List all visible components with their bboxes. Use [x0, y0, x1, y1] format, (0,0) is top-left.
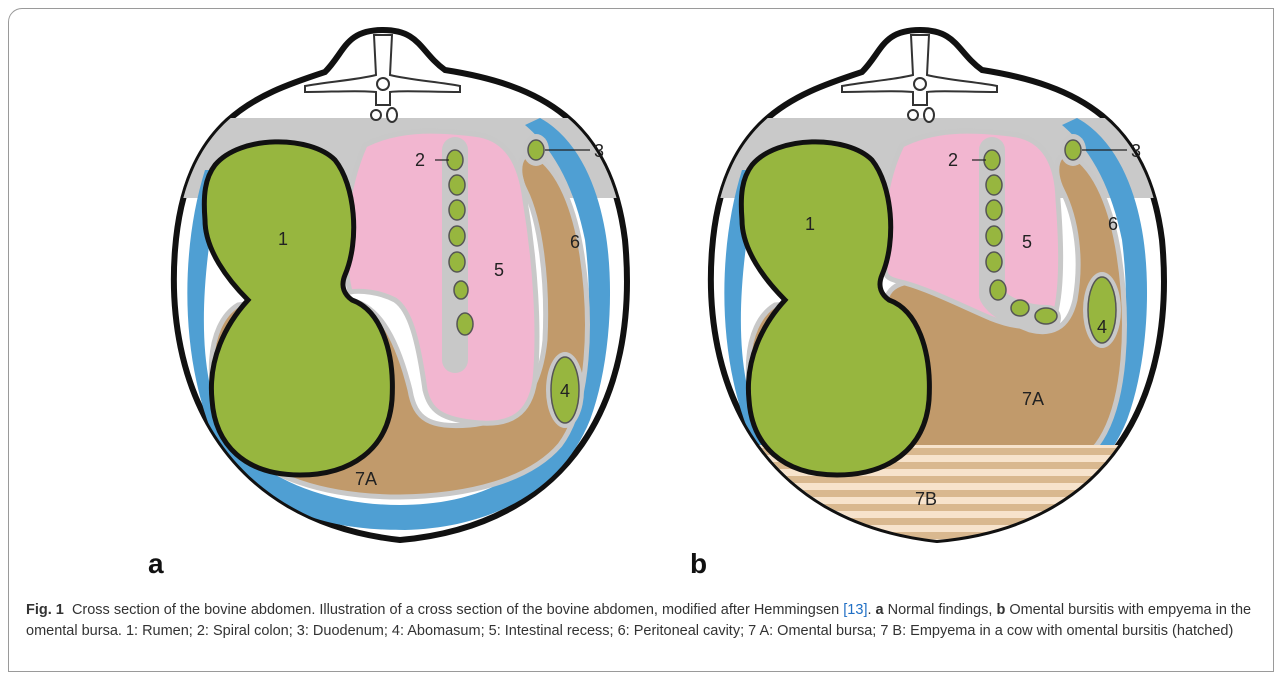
caption-after-ref: . [867, 602, 875, 618]
label-intestinal-recess-a: 5 [494, 260, 504, 280]
caption-fig-label: Fig. 1 [26, 602, 64, 618]
caption-b-label: b [996, 602, 1005, 618]
panel-a: 1 2 3 4 5 6 7A a [148, 30, 630, 579]
label-empyema-b: 7B [915, 489, 937, 509]
panel-letter-b: b [690, 548, 707, 579]
label-peritoneal-cavity-b: 6 [1108, 214, 1118, 234]
label-abomasum-b: 4 [1097, 317, 1107, 337]
label-duodenum-b: 3 [1131, 141, 1141, 161]
label-omental-bursa-a: 7A [355, 469, 377, 489]
caption-title-sentence: Cross section of the bovine abdomen. Ill… [72, 602, 843, 618]
figure-caption: Fig. 1 Cross section of the bovine abdom… [26, 600, 1266, 642]
label-spiral-colon-a: 2 [415, 150, 425, 170]
panel-letter-a: a [148, 548, 164, 579]
figure-diagrams: 1 2 3 4 5 6 7A a [0, 0, 1282, 600]
caption-a-label: a [876, 602, 884, 618]
label-spiral-colon-b: 2 [948, 150, 958, 170]
label-rumen-a: 1 [278, 229, 288, 249]
panel-b: 1 2 3 4 5 6 7A 7B b [690, 30, 1167, 579]
label-intestinal-recess-b: 5 [1022, 232, 1032, 252]
label-duodenum-a: 3 [594, 141, 604, 161]
label-abomasum-a: 4 [560, 381, 570, 401]
label-omental-bursa-b: 7A [1022, 389, 1044, 409]
caption-reference-link[interactable]: [13] [843, 602, 867, 618]
label-rumen-b: 1 [805, 214, 815, 234]
label-peritoneal-cavity-a: 6 [570, 232, 580, 252]
caption-a-text: Normal findings, [884, 602, 997, 618]
